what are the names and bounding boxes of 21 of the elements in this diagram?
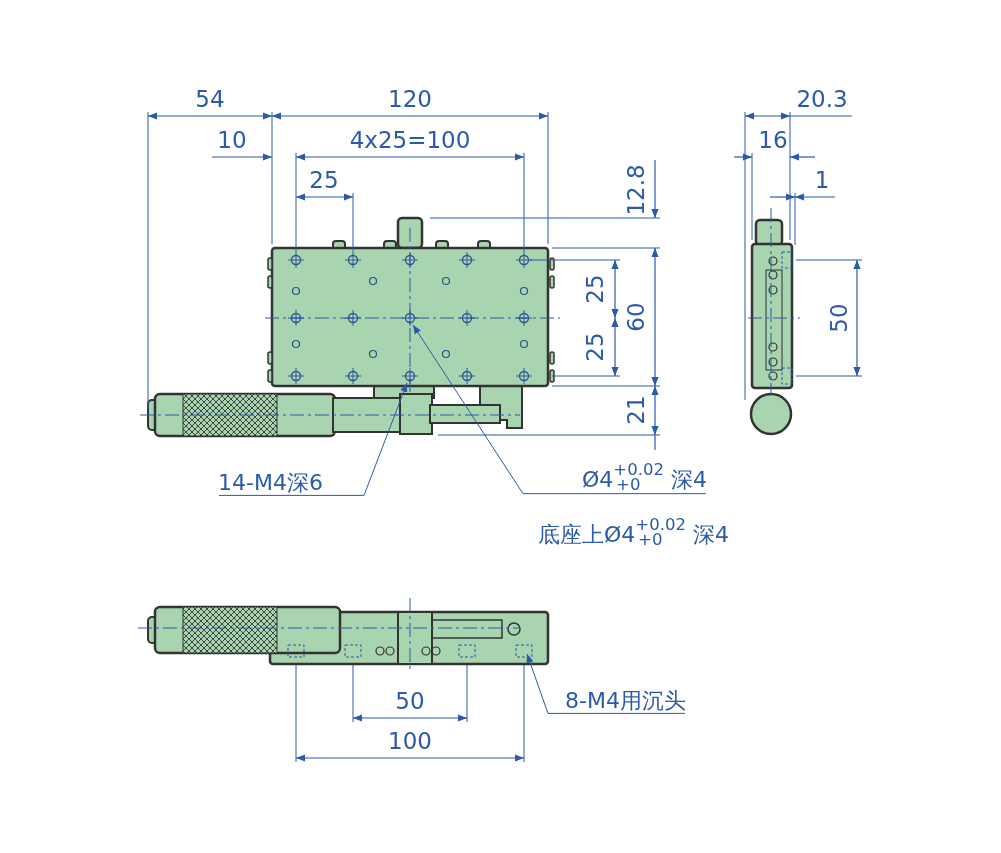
- dimension-value: 16: [758, 128, 788, 154]
- leader-line: [526, 653, 686, 714]
- callout-label: 14-M4深6: [218, 470, 323, 497]
- dimension-value: 20.3: [796, 87, 848, 113]
- leader-line: [412, 324, 707, 495]
- dimension-value: 50: [827, 303, 853, 333]
- callout-label: 8-M4用沉头: [565, 688, 686, 715]
- dimension-value: 1: [814, 168, 830, 194]
- dimension-value: 25: [583, 332, 609, 362]
- dimension-value: 25: [583, 274, 609, 304]
- dimension-value: 10: [217, 128, 247, 154]
- dimension-value: 60: [624, 302, 650, 332]
- dimension-value: 4x25=100: [349, 128, 471, 154]
- dimension-value: 25: [309, 168, 339, 194]
- dimension-value: 100: [388, 729, 432, 755]
- dimension-value: 54: [195, 87, 225, 113]
- dimension-value: 21: [624, 395, 650, 425]
- leader-line: [218, 382, 408, 496]
- dimension-value: 50: [395, 689, 425, 715]
- dimension-value: 12.8: [624, 164, 650, 216]
- dimension-value: 120: [388, 87, 432, 113]
